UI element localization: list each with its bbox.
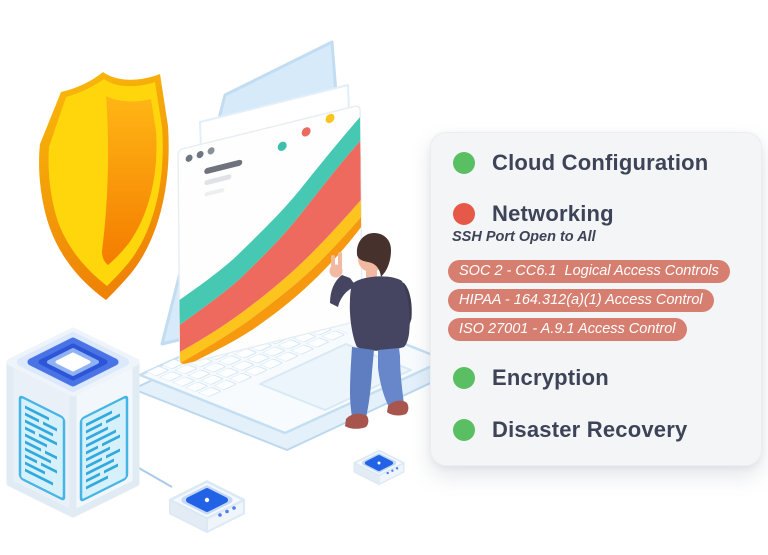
legend-dot-yellow — [325, 113, 335, 124]
status-pass-dot-icon — [453, 419, 475, 441]
browser-window — [177, 105, 363, 365]
area-chart — [179, 117, 362, 365]
panel-item-label: Cloud Configuration — [492, 150, 709, 175]
window-dot-icon — [207, 147, 215, 155]
text-placeholder-bar — [204, 188, 225, 197]
window-dot-icon — [185, 154, 193, 162]
text-placeholder-bar — [204, 159, 243, 174]
panel-item-label: Encryption — [492, 365, 609, 390]
person-torso — [349, 276, 410, 351]
panel-item-disaster-recovery: Disaster Recovery — [453, 417, 687, 443]
violation-badge: HIPAA - 164.312(a)(1) Access Control — [448, 289, 714, 312]
person-shoe — [387, 400, 409, 416]
legend-dot-red — [301, 127, 311, 137]
trackpad — [259, 343, 412, 411]
person-arm — [330, 275, 356, 307]
cube-glow-light — [17, 332, 129, 392]
laptop-screen — [160, 40, 363, 365]
panel-item-label: Networking — [492, 201, 614, 226]
person-shoe — [345, 413, 369, 429]
person-leg — [378, 348, 404, 409]
server-cube-icon — [6, 327, 140, 518]
legend-dot-teal — [277, 141, 287, 151]
person-illustration — [329, 233, 412, 429]
status-pass-dot-icon — [453, 152, 475, 174]
status-pass-dot-icon — [453, 367, 475, 389]
window-dot-icon — [196, 150, 204, 159]
code-panel — [79, 395, 129, 502]
violation-badge: SOC 2 - CC6.1 Logical Access Controls — [448, 260, 730, 283]
code-panel — [18, 395, 66, 501]
compliance-panel: Cloud Configuration Networking SSH Port … — [430, 132, 762, 466]
person-leg — [350, 347, 374, 418]
status-fail-dot-icon — [453, 203, 475, 225]
edge-device-icon — [168, 480, 246, 533]
edge-device-icon — [353, 449, 405, 486]
finding-title: SSH Port Open to All — [452, 229, 596, 245]
panel-item-networking: Networking — [453, 201, 614, 227]
violation-badge: ISO 27001 - A.9.1 Access Control — [448, 318, 687, 341]
text-placeholder-bar — [204, 174, 232, 186]
panel-item-cloud-configuration: Cloud Configuration — [453, 150, 708, 176]
panel-item-encryption: Encryption — [453, 365, 609, 391]
panel-item-label: Disaster Recovery — [492, 417, 688, 442]
shield-icon — [39, 72, 169, 300]
person-hair — [356, 233, 391, 277]
